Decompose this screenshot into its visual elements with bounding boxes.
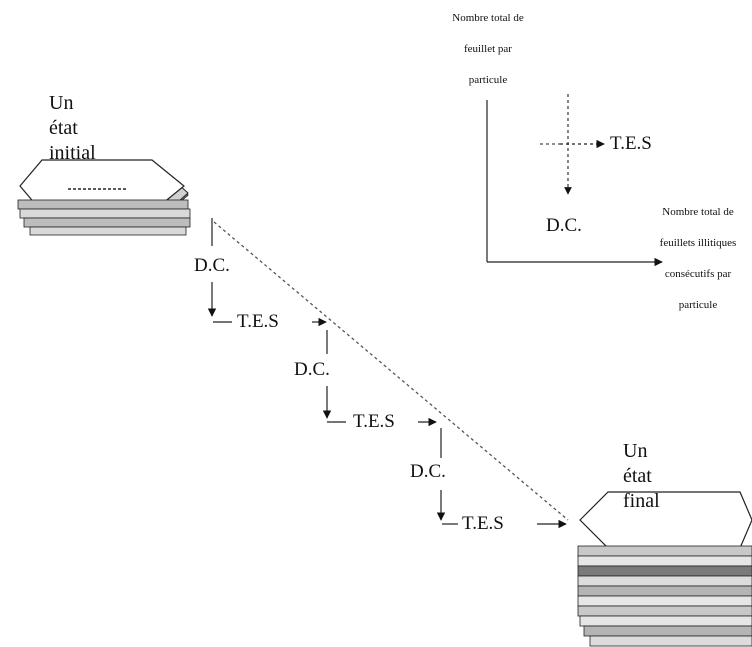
legend-dc-label: D.C.	[546, 216, 582, 235]
step-3-tes-label: T.E.S	[462, 514, 504, 533]
step-2-tes-label: T.E.S	[353, 412, 395, 431]
final-state-label: Un état final	[623, 439, 660, 514]
initial-state-line-3: initial	[49, 141, 96, 166]
final-state-line-3: final	[623, 489, 660, 514]
step-2-arrows	[327, 330, 436, 422]
final-state-stack	[578, 492, 752, 646]
final-state-line-1: Un	[623, 439, 660, 464]
initial-state-line-2: état	[49, 116, 96, 141]
step-1-dc-label: D.C.	[194, 256, 230, 275]
x-axis-label-line-4: particule	[642, 299, 752, 312]
initial-state-stack	[18, 160, 190, 235]
initial-state-label: Un état initial	[49, 91, 96, 166]
x-axis-label-line-3: consécutifs par	[642, 268, 752, 281]
step-3-dc-label: D.C.	[410, 462, 446, 481]
step-2-dc-label: D.C.	[294, 360, 330, 379]
y-axis-label-line-2: feuillet par	[426, 43, 550, 56]
final-state-line-2: état	[623, 464, 660, 489]
diagonal-dotted-path	[214, 222, 568, 520]
step-3-arrows	[441, 428, 566, 524]
y-axis-label-line-1: Nombre total de	[426, 12, 550, 25]
initial-state-line-1: Un	[49, 91, 96, 116]
y-axis-label: Nombre total de feuillet par particule	[426, 12, 550, 87]
y-axis-label-line-3: particule	[426, 74, 550, 87]
x-axis-label: Nombre total de feuillets illitiques con…	[642, 206, 752, 312]
x-axis-label-line-2: feuillets illitiques	[642, 237, 752, 250]
legend-tes-label: T.E.S	[610, 134, 652, 153]
step-1-tes-label: T.E.S	[237, 312, 279, 331]
axes-legend-graphics	[487, 94, 662, 262]
x-axis-label-line-1: Nombre total de	[642, 206, 752, 219]
